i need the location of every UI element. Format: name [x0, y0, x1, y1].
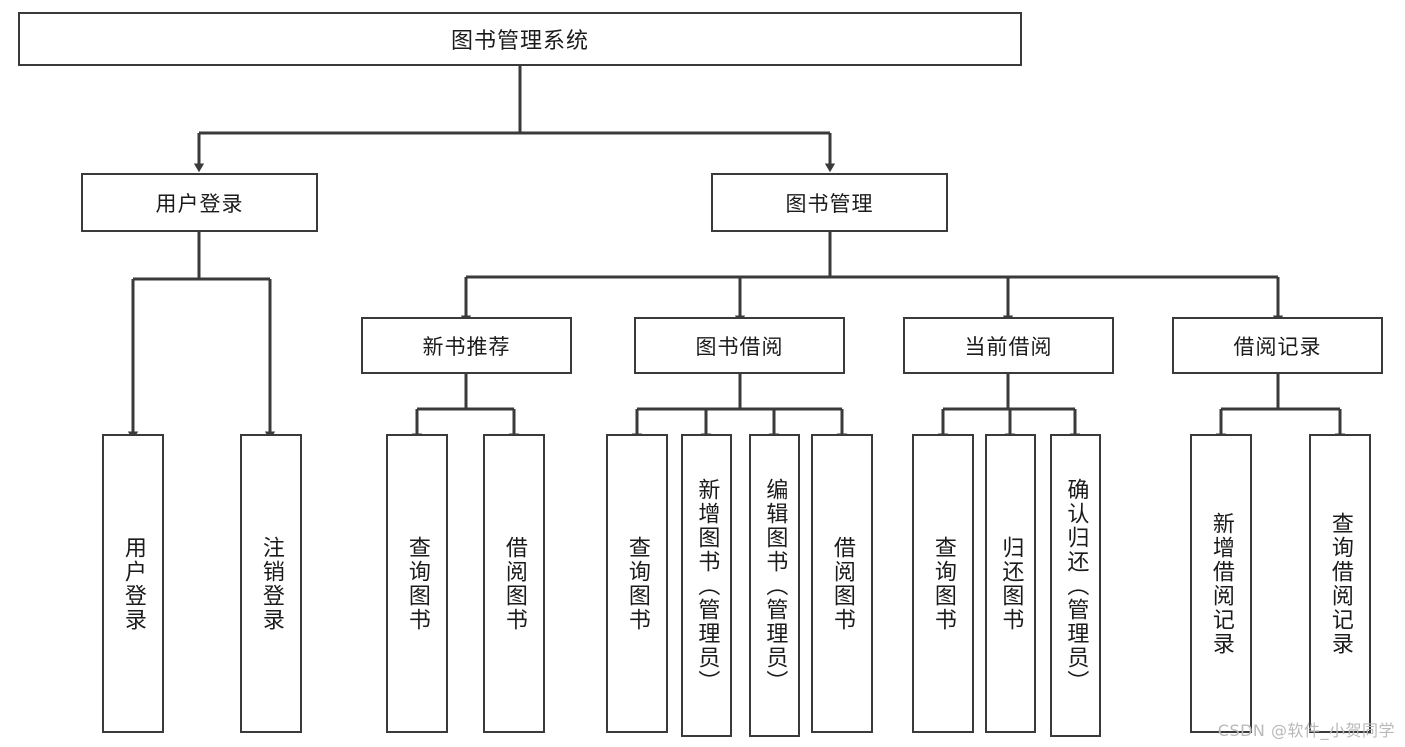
- leaf-query-book-borrow[interactable]: 查询图书: [606, 434, 668, 733]
- node-current-borrow[interactable]: 当前借阅: [903, 317, 1114, 374]
- leaf-user-login[interactable]: 用户登录: [102, 434, 164, 733]
- leaf-add-borrow-record[interactable]: 新增借阅记录: [1190, 434, 1252, 733]
- node-label: 查询图书: [404, 535, 430, 632]
- node-label: 图书管理: [785, 191, 874, 216]
- leaf-add-book-admin[interactable]: 新增图书（管理员）: [681, 434, 732, 737]
- node-label: 新书推荐: [422, 334, 511, 359]
- node-book-manage[interactable]: 图书管理: [711, 173, 948, 232]
- node-book-management-system[interactable]: 图书管理系统: [18, 12, 1022, 66]
- node-borrow-record[interactable]: 借阅记录: [1172, 317, 1383, 374]
- node-book-borrow[interactable]: 图书借阅: [634, 317, 845, 374]
- node-label: 查询借阅记录: [1327, 511, 1353, 656]
- node-label: 用户登录: [155, 191, 244, 216]
- leaf-logout-login[interactable]: 注销登录: [240, 434, 302, 733]
- node-label: 借阅图书: [829, 535, 855, 632]
- node-label: 用户登录: [120, 535, 146, 632]
- leaf-edit-book-admin[interactable]: 编辑图书（管理员）: [749, 434, 800, 737]
- node-label: 注销登录: [258, 535, 284, 632]
- node-label: 新增图书（管理员）: [694, 477, 720, 694]
- node-label: 新增借阅记录: [1208, 511, 1234, 656]
- node-label: 查询图书: [624, 535, 650, 632]
- node-label: 查询图书: [930, 535, 956, 632]
- leaf-query-book-recommend[interactable]: 查询图书: [386, 434, 448, 733]
- node-label: 确认归还（管理员）: [1063, 477, 1089, 694]
- leaf-return-book[interactable]: 归还图书: [985, 434, 1036, 733]
- leaf-borrow-book-recommend[interactable]: 借阅图书: [483, 434, 545, 733]
- leaf-query-borrow-record[interactable]: 查询借阅记录: [1309, 434, 1371, 733]
- node-label: 借阅图书: [501, 535, 527, 632]
- node-label: 图书借阅: [695, 334, 784, 359]
- leaf-borrow-book-borrow[interactable]: 借阅图书: [811, 434, 873, 733]
- node-user-login[interactable]: 用户登录: [81, 173, 318, 232]
- node-label: 借阅记录: [1233, 334, 1322, 359]
- node-label: 归还图书: [998, 535, 1024, 632]
- node-label: 编辑图书（管理员）: [762, 477, 788, 694]
- leaf-query-book-current[interactable]: 查询图书: [912, 434, 974, 733]
- node-label: 图书管理系统: [450, 29, 589, 54]
- leaf-confirm-return-admin[interactable]: 确认归还（管理员）: [1050, 434, 1101, 737]
- node-label: 当前借阅: [964, 334, 1053, 359]
- node-new-book-recommend[interactable]: 新书推荐: [361, 317, 572, 374]
